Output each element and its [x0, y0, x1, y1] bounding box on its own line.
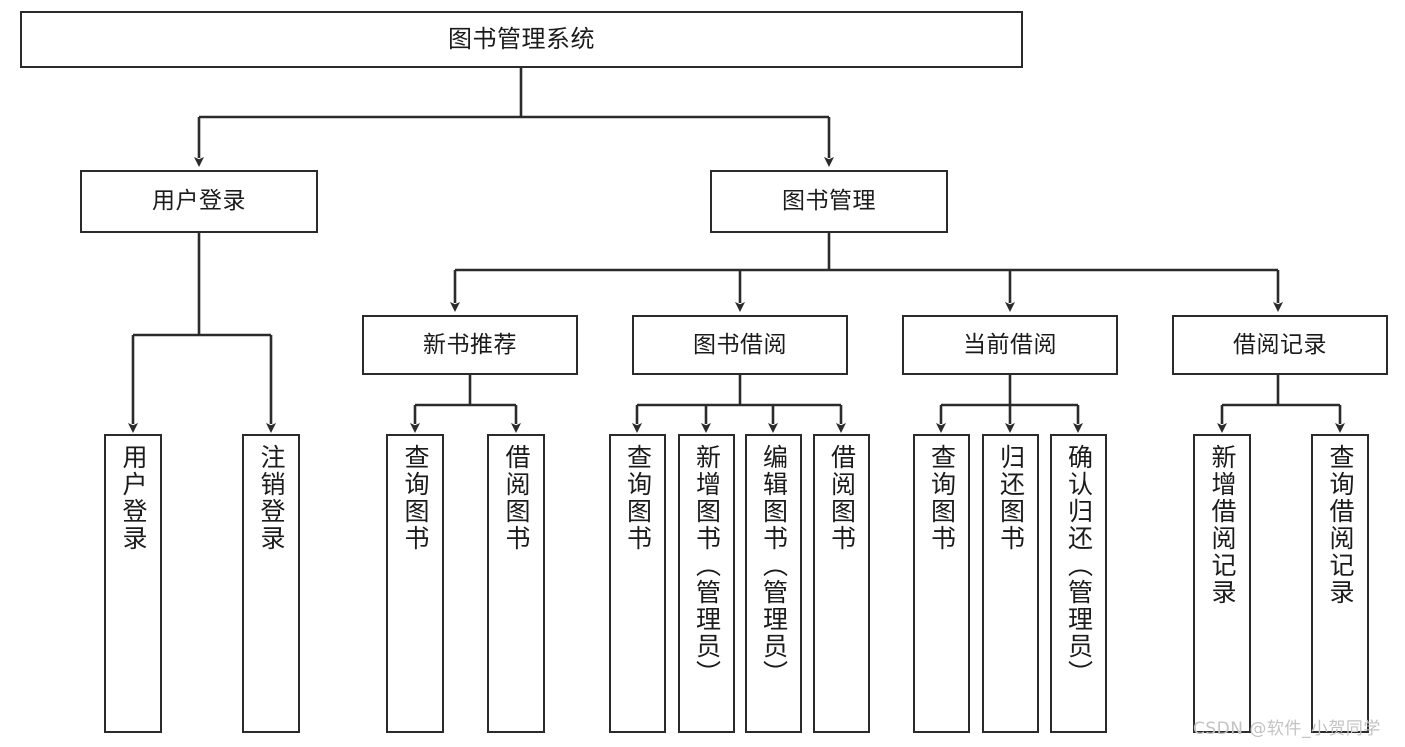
node-label: 查询借阅记录: [1326, 444, 1355, 606]
leaf-user-login[interactable]: 用户登录: [104, 434, 162, 733]
leaf-query-book-current[interactable]: 查询图书: [913, 434, 970, 733]
watermark-credit: CSDN @软件_小贺同学: [1193, 719, 1381, 739]
node-borrow-record[interactable]: 借阅记录: [1172, 315, 1388, 375]
node-label: 当前借阅: [963, 331, 1057, 358]
node-user-login[interactable]: 用户登录: [80, 170, 318, 233]
leaf-add-book[interactable]: 新增图书（管理员）: [678, 434, 735, 733]
leaf-confirm-return[interactable]: 确认归还（管理员）: [1050, 434, 1107, 733]
node-book-manage[interactable]: 图书管理: [710, 170, 948, 233]
node-label: 新增图书（管理员）: [692, 444, 722, 687]
node-label: 图书管理系统: [448, 24, 595, 53]
node-label: 用户登录: [152, 188, 246, 215]
node-label: 归还图书: [996, 444, 1026, 552]
node-label: 查询图书: [623, 444, 653, 552]
node-label: 注销登录: [257, 444, 286, 552]
node-label: 查询图书: [401, 444, 430, 552]
node-label: 查询图书: [927, 444, 957, 552]
leaf-return-book[interactable]: 归还图书: [982, 434, 1039, 733]
leaf-query-book-borrow[interactable]: 查询图书: [609, 434, 666, 733]
leaf-borrow-book-new-rec[interactable]: 借阅图书: [487, 434, 545, 733]
node-book-borrow[interactable]: 图书借阅: [632, 315, 848, 375]
node-label: 编辑图书（管理员）: [759, 444, 789, 687]
node-label: 图书借阅: [693, 331, 787, 358]
leaf-borrow-book-borrow[interactable]: 借阅图书: [813, 434, 870, 733]
leaf-edit-book[interactable]: 编辑图书（管理员）: [745, 434, 802, 733]
node-label: 新增借阅记录: [1208, 444, 1237, 606]
node-root[interactable]: 图书管理系统: [20, 11, 1023, 68]
node-label: 借阅记录: [1233, 331, 1327, 358]
node-new-book-rec[interactable]: 新书推荐: [362, 315, 578, 375]
node-label: 新书推荐: [423, 331, 517, 358]
node-label: 借阅图书: [502, 444, 531, 552]
node-label: 借阅图书: [827, 444, 857, 552]
leaf-logout[interactable]: 注销登录: [242, 434, 300, 733]
leaf-query-book-new-rec[interactable]: 查询图书: [386, 434, 444, 733]
node-label: 图书管理: [782, 188, 876, 215]
leaf-query-borrow-record[interactable]: 查询借阅记录: [1311, 434, 1369, 733]
node-label: 用户登录: [119, 444, 148, 552]
node-current-borrow[interactable]: 当前借阅: [902, 315, 1118, 375]
node-label: 确认归还（管理员）: [1064, 444, 1094, 687]
leaf-add-borrow-record[interactable]: 新增借阅记录: [1193, 434, 1251, 733]
